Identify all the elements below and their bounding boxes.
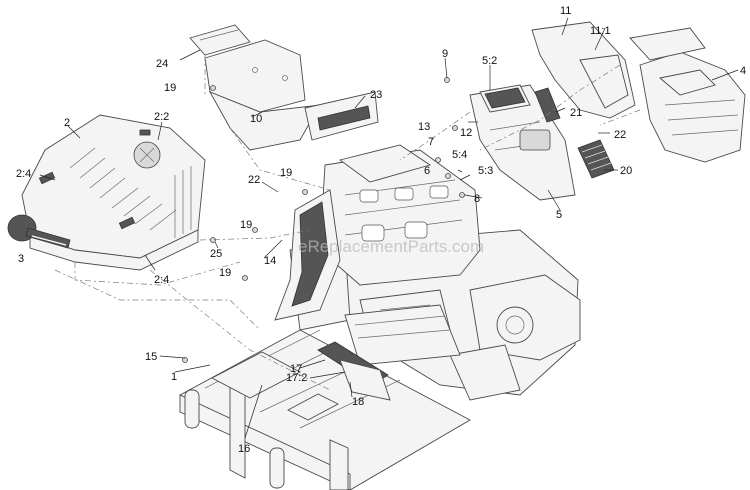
callout-19-b: 19 xyxy=(280,167,292,179)
callout-15: 15 xyxy=(145,351,157,363)
callout-2: 2 xyxy=(64,117,70,129)
engine-deck xyxy=(319,144,481,366)
callout-2-4-left: 2:4 xyxy=(16,168,31,180)
callout-8: 8 xyxy=(474,193,480,205)
callout-3: 3 xyxy=(18,253,24,265)
callout-2-2: 2:2 xyxy=(154,111,169,123)
callout-5-2: 5:2 xyxy=(482,55,497,67)
callout-13: 13 xyxy=(418,121,430,133)
callout-6: 6 xyxy=(424,165,430,177)
callout-23: 23 xyxy=(370,89,382,101)
grille-20 xyxy=(577,139,615,179)
grille-21 xyxy=(534,87,561,123)
callout-7: 7 xyxy=(428,136,434,148)
callout-10: 10 xyxy=(250,113,262,125)
side-panel xyxy=(274,189,341,321)
callout-19-c: 19 xyxy=(240,219,252,231)
callout-18: 18 xyxy=(352,396,364,408)
callout-16: 16 xyxy=(238,443,250,455)
callout-5-3: 5:3 xyxy=(478,165,493,177)
callout-9: 9 xyxy=(442,48,448,60)
hardware xyxy=(182,77,465,363)
deck-decal xyxy=(317,341,391,401)
fuel-tank xyxy=(629,27,746,163)
callout-labels: 2 2:2 2:4 2:4 3 4 5 5:2 5:3 5:4 6 7 8 9 … xyxy=(16,5,746,455)
callout-22-right: 22 xyxy=(614,129,626,141)
callout-1: 1 xyxy=(171,371,177,383)
callout-25: 25 xyxy=(210,248,222,260)
callout-11-1: 11:1 xyxy=(590,25,611,37)
seat-cover xyxy=(21,114,206,271)
callout-19-a: 19 xyxy=(164,82,176,94)
callout-5-4: 5:4 xyxy=(452,149,467,161)
callout-22-left: 22 xyxy=(248,174,260,186)
callout-4: 4 xyxy=(740,65,746,77)
callout-14: 14 xyxy=(264,255,276,267)
callout-20: 20 xyxy=(620,165,632,177)
leader-lines xyxy=(39,17,739,439)
shield-panel xyxy=(189,24,251,56)
console-housing xyxy=(469,84,576,201)
callout-24: 24 xyxy=(156,58,168,70)
main-frame xyxy=(179,329,471,490)
callout-19-d: 19 xyxy=(219,267,231,279)
decal-plate xyxy=(304,91,379,141)
callout-11: 11 xyxy=(560,5,571,17)
callout-12: 12 xyxy=(460,127,472,139)
emblem-badge xyxy=(7,214,71,249)
watermark-text: eReplacementParts.com xyxy=(298,237,484,256)
callout-17-2: 17:2 xyxy=(286,372,307,384)
control-panel-bracket xyxy=(204,39,321,151)
callout-21: 21 xyxy=(570,107,582,119)
assembly-lines xyxy=(54,55,641,391)
callout-5: 5 xyxy=(556,209,562,221)
callout-17: 17 xyxy=(290,363,302,375)
callout-2-4-bottom: 2:4 xyxy=(154,274,169,286)
